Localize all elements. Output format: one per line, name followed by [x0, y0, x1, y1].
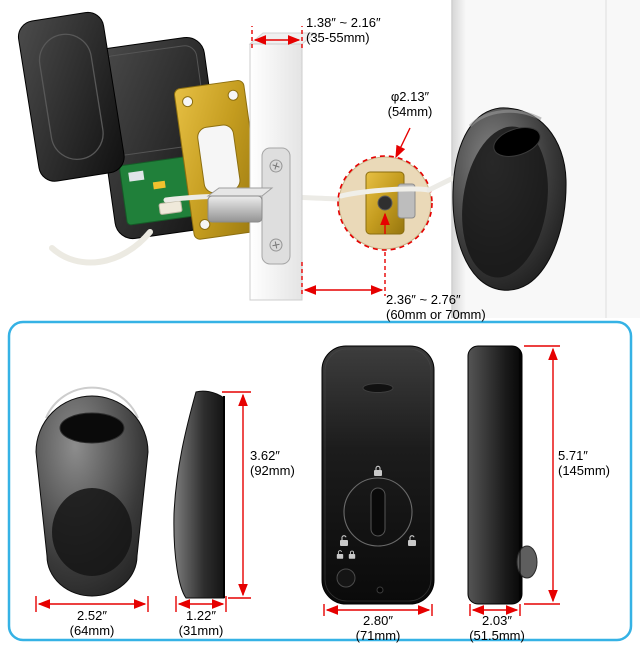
knob-height-label: 3.62″ (92mm)	[250, 448, 295, 479]
knob-width-label: 2.52″ (64mm)	[42, 608, 142, 639]
knob-depth-label: 1.22″ (31mm)	[153, 608, 249, 639]
lock-button	[336, 568, 356, 588]
body-height-label: 5.71″ (145mm)	[558, 448, 610, 479]
bore-diameter-value: φ2.13″	[390, 89, 430, 104]
body-depth-value: 2.03″	[482, 613, 512, 628]
dimension-annotations-top	[251, 26, 411, 296]
door-thickness-metric: (35-55mm)	[306, 30, 370, 46]
interior-unit-front-view	[321, 345, 435, 605]
backset-metric: (60mm or 70mm)	[386, 307, 486, 323]
bore-diameter-label: φ2.13″ (54mm)	[368, 89, 452, 120]
exterior-knob-side-view	[173, 390, 225, 599]
knob-width-value: 2.52″	[77, 608, 107, 623]
fingerprint-sensor	[493, 127, 541, 157]
backset-value: 2.36″ ~ 2.76″	[386, 292, 461, 307]
exterior-unit-3q	[452, 107, 567, 291]
thumbturn	[370, 487, 386, 537]
bore-diameter-metric: (54mm)	[387, 104, 433, 120]
knob-depth-value: 1.22″	[186, 608, 216, 623]
knob-height-metric: (92mm)	[250, 463, 295, 479]
body-depth-metric: (51.5mm)	[469, 628, 525, 644]
body-height-value: 5.71″	[558, 448, 588, 463]
interior-cable	[49, 229, 153, 266]
body-width-metric: (71mm)	[355, 628, 401, 644]
body-width-value: 2.80″	[363, 613, 393, 628]
bore-diameter-dashed-circle	[337, 155, 433, 251]
body-width-label: 2.80″ (71mm)	[328, 613, 428, 644]
knob-width-metric: (64mm)	[69, 623, 115, 639]
door-thickness-value: 1.38″ ~ 2.16″	[306, 15, 381, 30]
exterior-knob-front-view	[35, 386, 149, 597]
knob-height-value: 3.62″	[250, 448, 280, 463]
thumbturn-side	[516, 545, 538, 579]
status-led	[362, 383, 394, 393]
body-depth-label: 2.03″ (51.5mm)	[445, 613, 549, 644]
reset-hole	[376, 586, 384, 594]
door-edge-cross-section	[248, 32, 317, 301]
bore-leader-arrow	[395, 127, 411, 159]
phillips-screw-icon	[269, 238, 283, 252]
fingerprint-sensor	[59, 412, 125, 444]
bore-hole-zoom	[337, 155, 433, 251]
deadbolt-latch	[206, 187, 274, 223]
dimension-annotations-bottom	[35, 345, 560, 616]
backset-label: 2.36″ ~ 2.76″ (60mm or 70mm)	[386, 292, 486, 323]
battery-cover	[17, 11, 125, 182]
interior-unit-side-view	[467, 345, 538, 605]
thumbturn-dial	[343, 477, 413, 547]
body-height-metric: (145mm)	[558, 463, 611, 479]
knob-depth-metric: (31mm)	[178, 623, 224, 639]
door-thickness-label: 1.38″ ~ 2.16″ (35-55mm)	[306, 15, 381, 46]
phillips-screw-icon	[269, 159, 283, 173]
